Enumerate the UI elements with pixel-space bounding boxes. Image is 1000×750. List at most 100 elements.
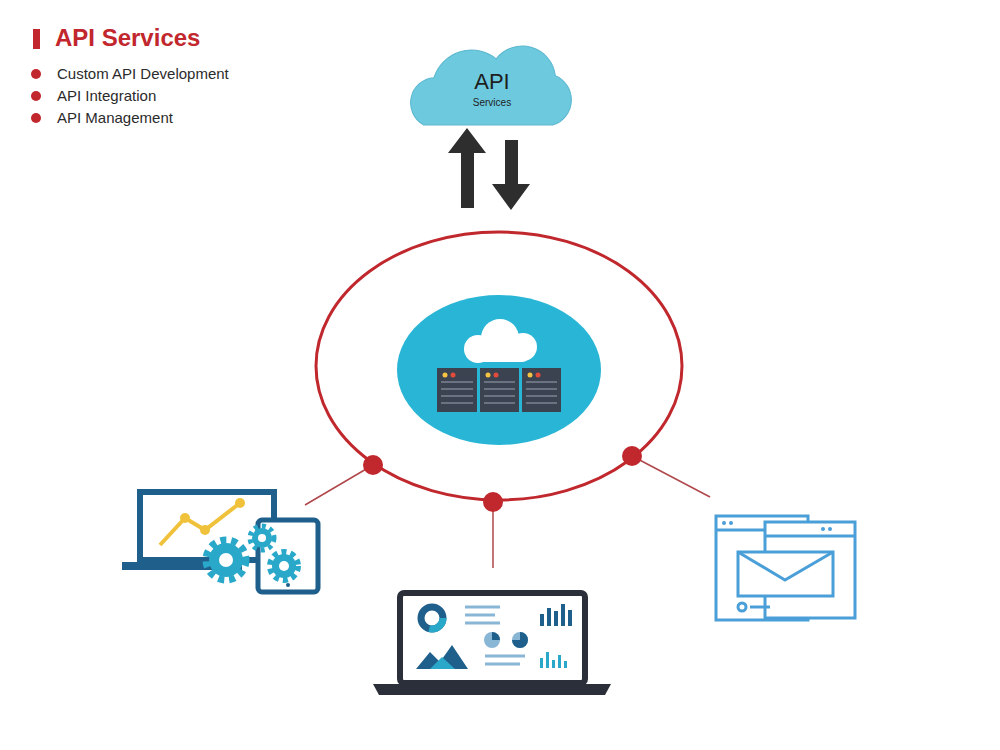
gear-teeth: [270, 552, 298, 580]
window-button: [722, 521, 726, 525]
gear-hole: [219, 553, 233, 567]
area-chart: [416, 645, 468, 669]
window-button: [828, 527, 832, 531]
gear-hole: [258, 534, 266, 542]
gear-teeth: [206, 540, 246, 580]
ring-dot: [622, 446, 642, 466]
tablet-button: [286, 583, 290, 587]
bar: [568, 610, 572, 626]
bar: [540, 658, 543, 668]
rack-light: [451, 373, 456, 378]
window-buttons: [722, 521, 832, 531]
gear-teeth: [250, 526, 274, 550]
rack-body: [437, 368, 477, 412]
dashboard-laptop: [373, 593, 611, 695]
bullet-dot: [31, 91, 41, 101]
rack-stripe: [484, 395, 515, 397]
laptop-base: [373, 684, 611, 695]
rack-light: [486, 373, 491, 378]
rack-stripe: [441, 395, 473, 397]
rack-stripe: [441, 381, 473, 383]
rack-stripe: [526, 402, 557, 404]
window-line: [750, 606, 770, 609]
rack-stripe: [484, 402, 515, 404]
rack-stripe: [526, 381, 557, 383]
window-titlebar: [765, 535, 855, 538]
rack-light: [536, 373, 541, 378]
rack-light: [443, 373, 448, 378]
pie-slice: [492, 632, 500, 640]
bullet-dot: [31, 113, 41, 123]
monitor-frame: [140, 492, 274, 560]
title-bar: [33, 29, 40, 49]
text-line: [485, 663, 520, 666]
bar: [547, 608, 551, 626]
ring-dot: [483, 492, 503, 512]
text-line: [465, 606, 500, 609]
bar: [561, 604, 565, 626]
analytics-icon: [122, 492, 318, 592]
trend-dot: [200, 525, 210, 535]
node-content: API Services: [408, 40, 576, 128]
ring-dot: [363, 455, 383, 475]
hub-ring: [316, 232, 682, 500]
gear: [250, 526, 274, 550]
bullet-dot: [31, 69, 41, 79]
down-arrow: [492, 140, 530, 210]
rack-body: [522, 368, 561, 412]
rack-light: [528, 373, 533, 378]
rack-stripe: [484, 381, 515, 383]
rack-stripe: [526, 388, 557, 390]
pie-slice: [512, 632, 528, 648]
gear: [270, 552, 298, 580]
rack-stripe: [526, 395, 557, 397]
gear: [206, 540, 246, 580]
gear-hole: [279, 561, 289, 571]
bullet-item: API Integration: [57, 87, 156, 105]
small-bars: [540, 652, 567, 668]
bar: [554, 611, 558, 626]
rack-light: [494, 373, 499, 378]
cloud-base: [470, 346, 530, 362]
leader-line: [632, 456, 710, 497]
bar: [546, 652, 549, 668]
cloud-shape: [411, 46, 572, 125]
rack-stripe: [484, 388, 515, 390]
bar: [564, 661, 567, 668]
envelope: [738, 552, 833, 596]
mail-window-icon: [716, 516, 855, 620]
cloud-icon: [464, 319, 537, 363]
window-button: [729, 521, 733, 525]
rack-body: [480, 368, 519, 412]
text-line: [465, 622, 500, 625]
trend-dot: [235, 498, 245, 508]
pie-chart: [484, 632, 500, 648]
text-line: [485, 655, 525, 658]
bar-chart: [540, 604, 572, 626]
cloud-node: API Services: [408, 40, 576, 128]
server-circle: [397, 295, 601, 445]
donut-chart: [421, 607, 443, 629]
node-subtext: Services: [473, 96, 511, 110]
page-title: API Services: [55, 24, 200, 52]
pie-chart: [512, 632, 528, 648]
laptop-screen: [400, 593, 585, 683]
server-rack: [437, 368, 561, 412]
node-heading: API: [474, 70, 509, 94]
bar: [558, 655, 561, 668]
bullet-item: API Management: [57, 109, 173, 127]
bar: [552, 660, 555, 668]
bar: [540, 614, 544, 626]
window-dot: [738, 603, 746, 611]
trend-line: [160, 503, 240, 545]
rack-stripes: [441, 382, 557, 403]
donut-slice: [421, 607, 443, 629]
envelope-flap: [738, 552, 833, 580]
area-chart: [430, 657, 455, 669]
rack-stripe: [441, 402, 473, 404]
rack-stripe: [441, 388, 473, 390]
text-line: [465, 614, 495, 617]
leader-line: [305, 465, 373, 505]
bullet-item: Custom API Development: [57, 65, 229, 83]
